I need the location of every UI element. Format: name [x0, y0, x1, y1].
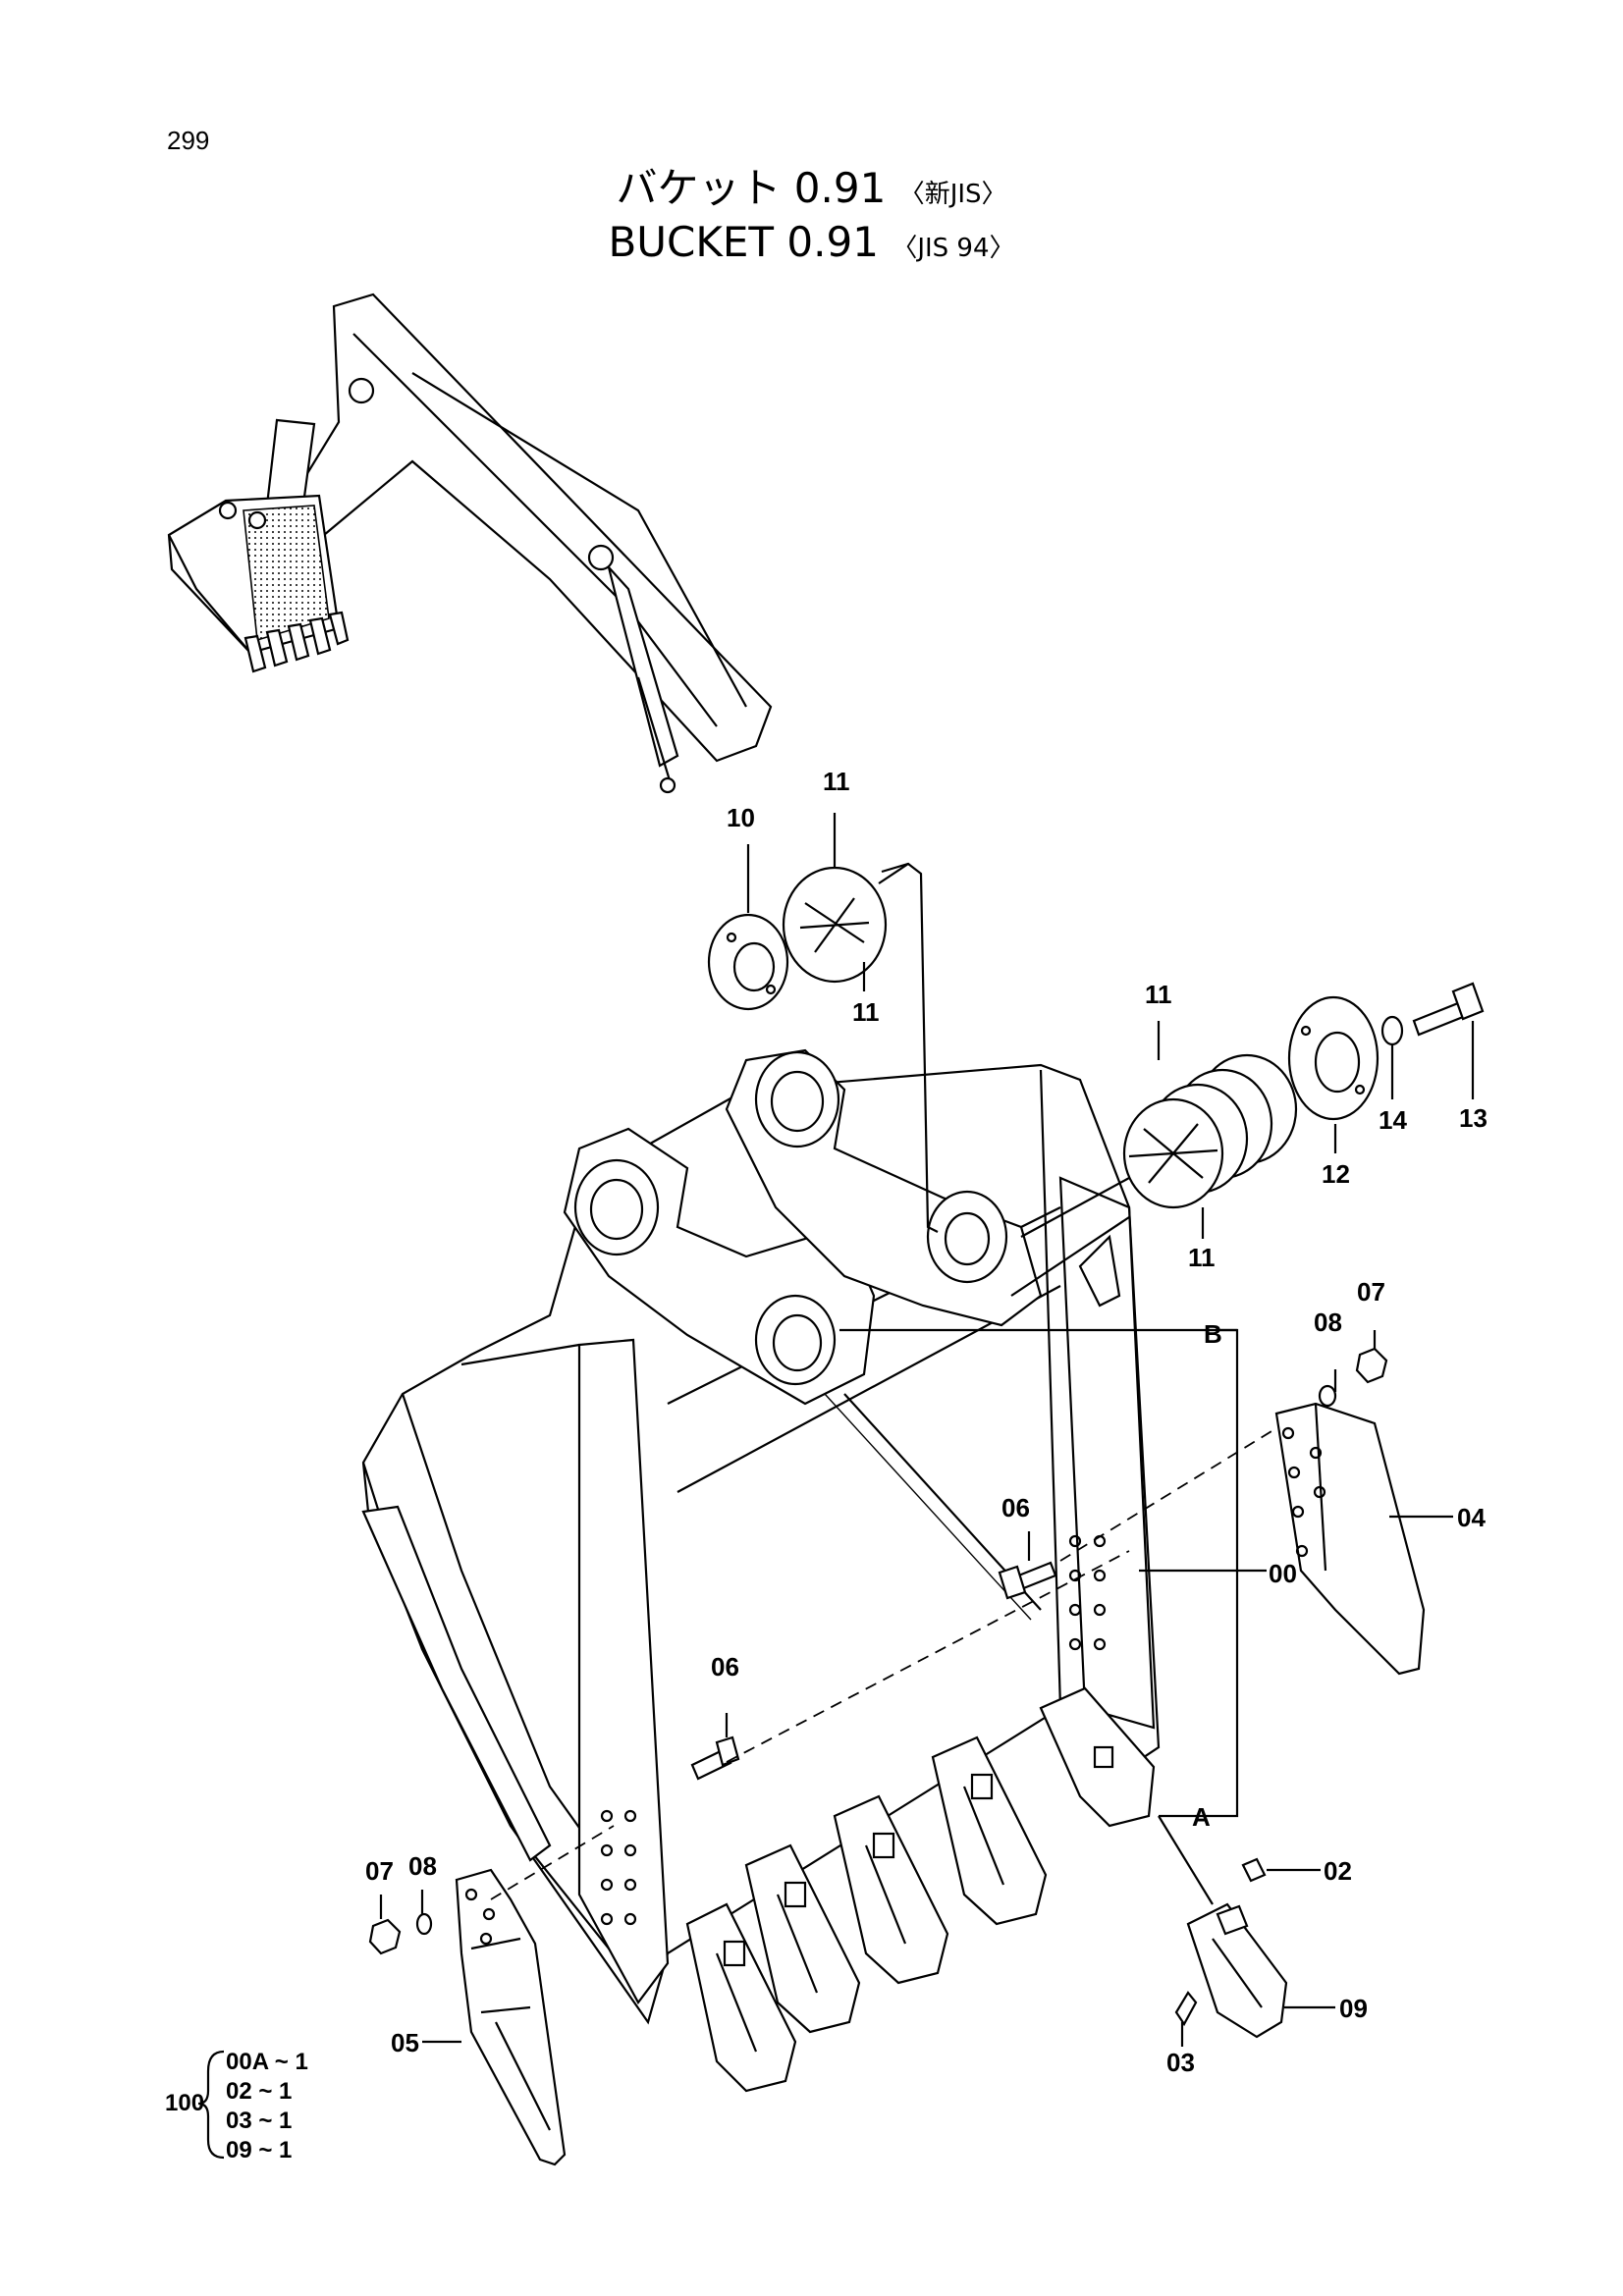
callout-05: 05 [391, 2028, 419, 2057]
side-cutter-right-part-04 [1274, 1402, 1426, 1676]
bolt-06-center [998, 1561, 1057, 1600]
side-cutter-bolt-holes-left [600, 1809, 637, 1926]
callout-11-right-bottom: 11 [1188, 1243, 1216, 1272]
leader-lines [379, 813, 1475, 2047]
kit-line-1: 00A ~ 1 [226, 2049, 308, 2075]
callout-B: B [1204, 1319, 1222, 1349]
pin-part-02 [1241, 1857, 1267, 1883]
callout-00: 00 [1269, 1559, 1297, 1588]
bucket-brackets [563, 1048, 1130, 1406]
callout-A: A [1192, 1802, 1211, 1832]
excavator-arm-illustration [167, 293, 773, 794]
tooth-assembly-part-09 [1186, 1902, 1288, 2039]
title-jp-sub: 〈新JIS〉 [898, 180, 1007, 209]
callout-10: 10 [727, 803, 755, 832]
callout-labels: 11 10 11 11 11 12 14 13 B 07 08 04 06 00… [365, 767, 1488, 2077]
callout-06-center: 06 [1001, 1493, 1030, 1522]
bucket-teeth [685, 1686, 1156, 2093]
callout-12: 12 [1322, 1159, 1350, 1189]
callout-11-right-top: 11 [1145, 980, 1172, 1009]
side-cutter-left-part-05 [455, 1868, 567, 2166]
lock-part-03 [1174, 1991, 1198, 2027]
title-jp-main: バケット 0.91 [616, 164, 887, 212]
title-en-sub: 〈JIS 94〉 [892, 234, 1015, 263]
title-en-main: BUCKET 0.91 [608, 218, 879, 266]
title-japanese: バケット 0.91 〈新JIS〉 [0, 155, 1623, 215]
shim-set-upper [782, 863, 909, 984]
nut-right [1355, 1347, 1388, 1384]
kit-line-4: 09 ~ 1 [226, 2137, 292, 2163]
washer-left [415, 1912, 433, 1936]
kit-line-3: 03 ~ 1 [226, 2108, 292, 2134]
shim-stack-right [1122, 1053, 1298, 1209]
callout-08-left: 08 [408, 1851, 437, 1881]
kit-line-2: 02 ~ 1 [226, 2078, 292, 2105]
callout-09: 09 [1339, 1994, 1368, 2023]
callout-13: 13 [1459, 1103, 1488, 1133]
callout-14: 14 [1379, 1105, 1407, 1135]
callout-06-left: 06 [711, 1652, 739, 1682]
kit-number: 100 [165, 2090, 204, 2116]
overview-teeth [243, 611, 350, 673]
callout-11-top: 11 [823, 767, 850, 796]
washer-part-14 [1380, 1015, 1404, 1046]
callout-08-right: 08 [1314, 1308, 1342, 1337]
callout-07-left: 07 [365, 1856, 394, 1886]
callout-02: 02 [1324, 1856, 1352, 1886]
callout-04: 04 [1457, 1503, 1486, 1532]
washer-right [1318, 1384, 1337, 1408]
nut-left [368, 1918, 402, 1955]
bolt-part-13 [1412, 982, 1485, 1037]
callout-11-upper-bottom: 11 [852, 997, 880, 1027]
kit-breakdown: 100 00A ~ 1 02 ~ 1 03 ~ 1 09 ~ 1 [165, 2049, 308, 2163]
callout-07-right: 07 [1357, 1277, 1385, 1307]
plate-part-12 [1287, 995, 1380, 1121]
title-english: BUCKET 0.91 〈JIS 94〉 [0, 218, 1623, 266]
plate-part-10 [707, 913, 789, 1011]
page-number: 299 [167, 126, 210, 155]
callout-03: 03 [1166, 2048, 1195, 2077]
